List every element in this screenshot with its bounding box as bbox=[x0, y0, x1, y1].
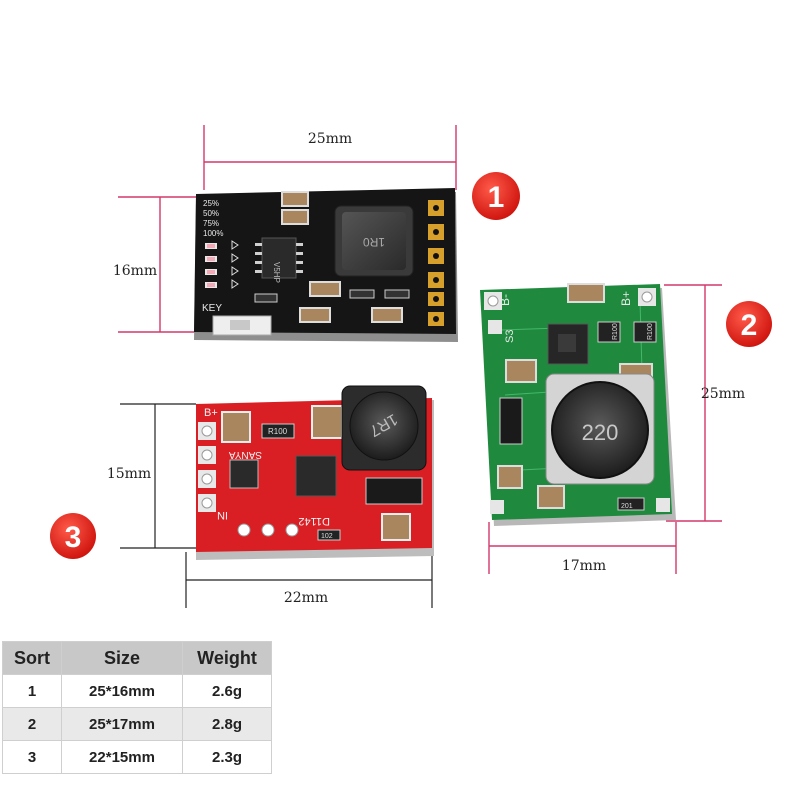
board-3-height-label: 15mm bbox=[107, 466, 151, 482]
badge-3: 3 bbox=[50, 513, 96, 559]
board-2-bplus: B+ bbox=[619, 291, 633, 306]
board-2-pads bbox=[484, 288, 670, 514]
cell-size: 25*17mm bbox=[61, 707, 183, 741]
board-3-capacitor bbox=[221, 411, 251, 443]
board-1-pads bbox=[428, 200, 444, 326]
board-3-small: 102 bbox=[321, 533, 333, 540]
header-sort: Sort bbox=[2, 641, 62, 675]
board-3-in: IN bbox=[217, 509, 228, 521]
board-1-height-dimension bbox=[118, 196, 200, 333]
board-1: 25mm 16mm 25% 50% 75% 100% KEY bbox=[113, 125, 458, 342]
board-2-height-label: 25mm bbox=[701, 386, 745, 402]
cell-sort: 2 bbox=[2, 707, 62, 741]
level-50: 50% bbox=[203, 209, 219, 218]
badge-2: 2 bbox=[726, 301, 772, 347]
cell-size: 25*16mm bbox=[61, 674, 183, 708]
board-3-chip bbox=[295, 455, 337, 497]
svg-text:1: 1 bbox=[488, 181, 505, 214]
board-1-chip-label: V5HP bbox=[272, 262, 281, 283]
cell-sort: 3 bbox=[2, 740, 62, 774]
board-3: 15mm 22mm B+ IN SANYA D1142 R100 bbox=[107, 385, 434, 608]
board-2-inductor-label: 220 bbox=[582, 420, 619, 445]
header-weight: Weight bbox=[182, 641, 272, 675]
board-1-chip bbox=[261, 237, 297, 279]
board-3-resistor: R100 bbox=[268, 427, 288, 436]
board-3-pads bbox=[198, 422, 299, 537]
board-1-leds bbox=[205, 240, 239, 289]
cell-weight: 2.6g bbox=[182, 674, 272, 708]
cell-weight: 2.8g bbox=[182, 707, 272, 741]
board-1-inductor-label: 1R0 bbox=[363, 235, 385, 249]
board-3-width-dimension bbox=[185, 552, 433, 608]
table-row: 3 22*15mm 2.3g bbox=[2, 740, 272, 774]
table-row: 1 25*16mm 2.6g bbox=[2, 674, 272, 708]
board-2-code: 201 bbox=[621, 503, 633, 510]
board-1-width-label: 25mm bbox=[308, 131, 352, 147]
level-25: 25% bbox=[203, 199, 219, 208]
board-2-width-label: 17mm bbox=[562, 558, 606, 574]
cell-sort: 1 bbox=[2, 674, 62, 708]
board-1-width-dimension bbox=[203, 125, 457, 190]
board-3-part: D1142 bbox=[298, 515, 330, 527]
board-3-bplus: B+ bbox=[204, 407, 218, 419]
level-100: 100% bbox=[203, 229, 223, 238]
svg-text:2: 2 bbox=[741, 309, 758, 342]
spec-table: Sort Size Weight 1 25*16mm 2.6g 2 25*17m… bbox=[2, 641, 272, 774]
level-75: 75% bbox=[203, 219, 219, 228]
board-2-height-dimension bbox=[664, 284, 722, 522]
board-3-brand: SANYA bbox=[229, 449, 262, 460]
svg-text:3: 3 bbox=[65, 521, 82, 554]
cell-size: 22*15mm bbox=[61, 740, 183, 774]
table-header-row: Sort Size Weight bbox=[2, 641, 272, 675]
key-label: KEY bbox=[202, 303, 222, 314]
board-2-r1: R100 bbox=[612, 323, 619, 340]
board-2-capacitor bbox=[567, 283, 605, 303]
header-size: Size bbox=[61, 641, 183, 675]
board-2-r2: R100 bbox=[647, 323, 654, 340]
board-2-s3: S3 bbox=[504, 330, 516, 343]
board-2-width-dimension bbox=[488, 522, 677, 574]
board-3-height-dimension bbox=[120, 403, 196, 549]
board-1-height-label: 16mm bbox=[113, 263, 157, 279]
badge-1: 1 bbox=[472, 172, 520, 220]
board-3-width-label: 22mm bbox=[284, 590, 328, 606]
board-2: 25mm 17mm B- B+ S3 R10 bbox=[480, 283, 745, 574]
cell-weight: 2.3g bbox=[182, 740, 272, 774]
board-1-capacitors bbox=[254, 191, 410, 323]
table-row: 2 25*17mm 2.8g bbox=[2, 707, 272, 741]
